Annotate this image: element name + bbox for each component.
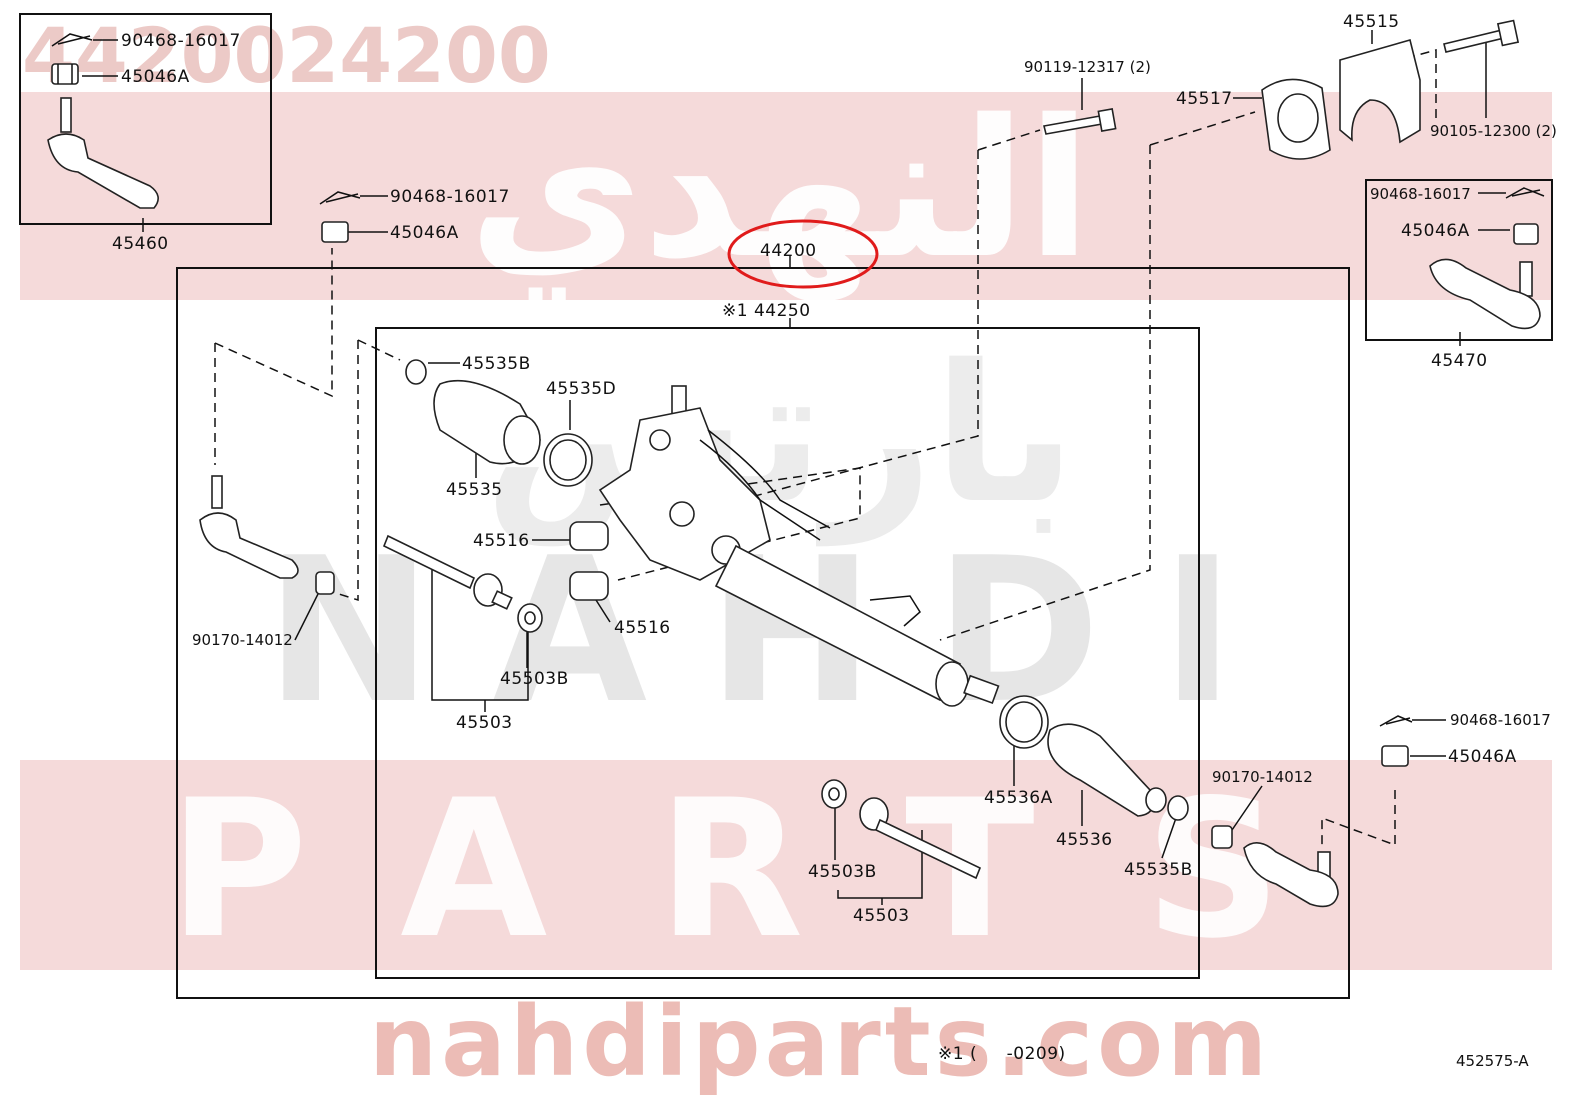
- label-nut-left: 45046A: [390, 223, 459, 243]
- label-clamp-45535d: 45535D: [546, 379, 616, 399]
- label-clamp-45535b-top: 45535B: [462, 354, 531, 374]
- watermark-latin-mid: NAHDI: [265, 515, 1295, 748]
- bushing-icon: [1261, 78, 1331, 160]
- label-nut-tr: 45046A: [1401, 221, 1470, 241]
- castle-nut-icon: [1513, 223, 1539, 245]
- label-tie-end-tr: 45470: [1431, 351, 1488, 371]
- washer-icon: [821, 779, 847, 809]
- leader-lines: [82, 30, 1510, 905]
- label-clamp-45535b-bottom: 45535B: [1124, 860, 1193, 880]
- watermark-part-number: 4420024200: [22, 11, 551, 100]
- label-bush-45516-a: 45516: [473, 531, 530, 551]
- label-bush-45516-b: 45516: [614, 618, 671, 638]
- bolt-icon: [1443, 19, 1520, 53]
- label-clamp-45536a: 45536A: [984, 788, 1053, 808]
- label-bracket-45515: 45515: [1343, 12, 1400, 32]
- label-rod-45503-left: 45503: [456, 713, 513, 733]
- label-bolt-right: 90105-12300 (2): [1430, 122, 1557, 140]
- highlight-ring: [727, 219, 879, 289]
- tie-rod-end-icon: [47, 97, 159, 209]
- label-pin-left: 90468-16017: [390, 187, 510, 207]
- clamp-icon: [405, 359, 427, 385]
- rack-tube: [714, 544, 1000, 707]
- watermark-site: nahdiparts.com: [369, 986, 1271, 1098]
- label-boot-45536: 45536: [1056, 830, 1113, 850]
- cotter-pin-icon: [1505, 187, 1545, 199]
- label-nut-90170-left: 90170-14012: [192, 631, 293, 649]
- clamp-icon: [1167, 795, 1189, 821]
- washer-icon: [517, 603, 543, 633]
- watermark-latin-low: PARTS: [168, 759, 1391, 980]
- boot-icon: [1047, 723, 1167, 817]
- label-footnote: ※1 ( -0209): [938, 1044, 1066, 1064]
- bushing-icon: [569, 521, 609, 551]
- frame-sub-assembly: [375, 327, 1200, 979]
- label-rod-45503-bottom: 45503: [853, 906, 910, 926]
- label-bolt-top: 90119-12317 (2): [1024, 58, 1151, 76]
- label-pin-tr: 90468-16017: [1370, 185, 1471, 203]
- label-main-assembly: 44200: [760, 241, 817, 261]
- castle-nut-icon: [1381, 745, 1409, 767]
- label-washer-45503b-top: 45503B: [500, 669, 569, 689]
- cotter-pin-icon: [319, 191, 361, 205]
- clamp-icon: [999, 695, 1049, 749]
- label-figure-id: 452575-A: [1456, 1052, 1529, 1070]
- castle-nut-icon: [321, 221, 349, 243]
- castle-nut-icon: [51, 63, 79, 85]
- label-tie-end-tl: 45460: [112, 234, 169, 254]
- label-sub-assembly: ※1 44250: [722, 301, 811, 321]
- watermark-arabic-top: النهدي: [468, 79, 1091, 302]
- cotter-pin-icon: [51, 33, 93, 47]
- label-nut-br: 45046A: [1448, 747, 1517, 767]
- bracket-icon: [1339, 39, 1421, 144]
- inner-tie-rod-icon: [859, 797, 982, 880]
- clamp-icon: [543, 433, 593, 487]
- nut-icon: [315, 571, 335, 595]
- inner-tie-rod-icon: [382, 534, 513, 610]
- label-bushing-45517: 45517: [1176, 89, 1233, 109]
- tie-rod-end-icon: [1429, 258, 1541, 330]
- bolt-icon: [1043, 108, 1117, 135]
- label-boot-45535: 45535: [446, 480, 503, 500]
- bushing-icon: [569, 571, 609, 601]
- label-nut-90170-right: 90170-14012: [1212, 768, 1313, 786]
- cotter-pin-icon: [1379, 715, 1413, 727]
- frame-tie-end-top-left: [19, 13, 272, 225]
- frame-tie-end-top-right: [1365, 179, 1553, 341]
- tie-rod-end-icon: [199, 475, 299, 579]
- boot-icon: [433, 379, 541, 465]
- tie-rod-end-icon: [1243, 842, 1339, 908]
- steering-gear-housing: [598, 385, 831, 581]
- label-pin-br: 90468-16017: [1450, 711, 1551, 729]
- label-pin-tl: 90468-16017: [121, 31, 241, 51]
- part-labels: 90468-16017 45046A 45460 90468-16017 450…: [112, 12, 1557, 1070]
- nut-icon: [1211, 825, 1233, 849]
- label-washer-45503b-bottom: 45503B: [808, 862, 877, 882]
- frame-main-assembly: [176, 267, 1350, 999]
- label-nut-tl: 45046A: [121, 67, 190, 87]
